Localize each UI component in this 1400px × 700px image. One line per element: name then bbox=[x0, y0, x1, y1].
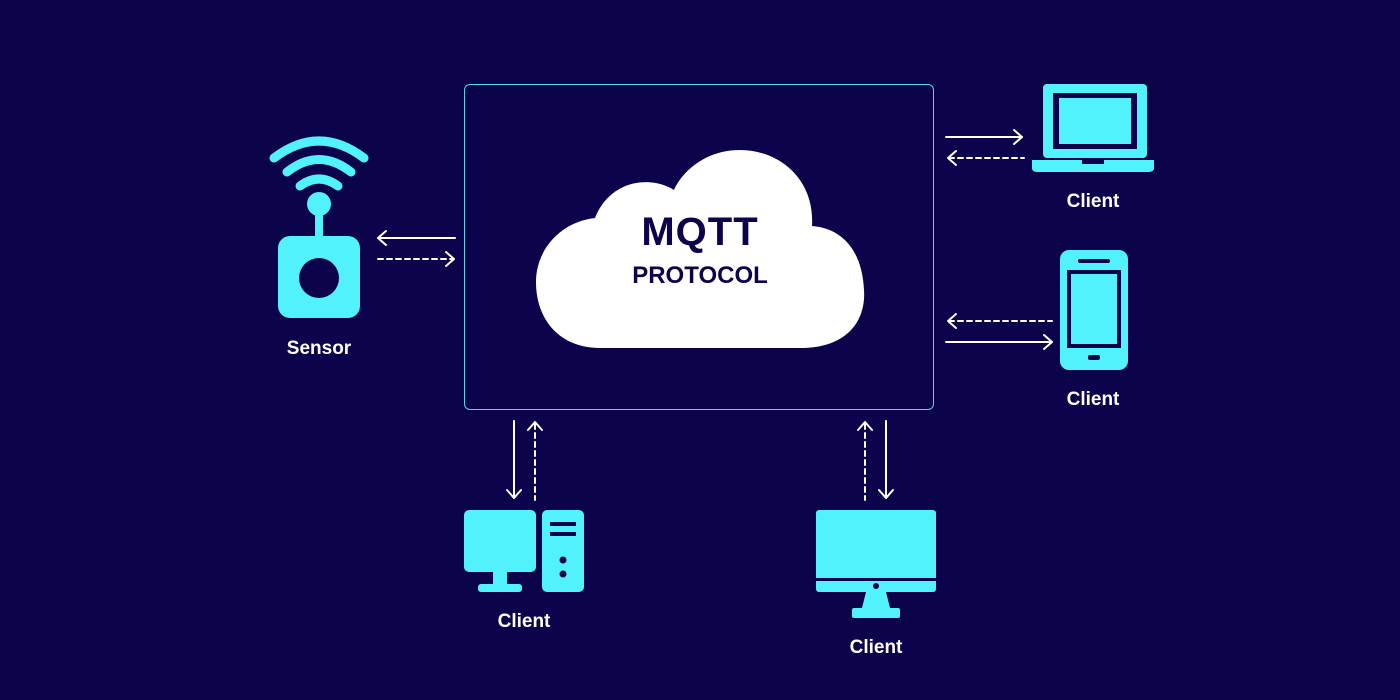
desktop-pc-client-label: Client bbox=[497, 611, 551, 632]
laptop-client-label: Client bbox=[1066, 191, 1120, 212]
laptop-icon bbox=[1032, 84, 1154, 172]
broker-subtitle: PROTOCOL bbox=[632, 262, 768, 289]
broker-title: MQTT bbox=[641, 210, 759, 254]
monitor-icon bbox=[816, 510, 936, 618]
desktop-pc-icon bbox=[464, 510, 584, 592]
desktop-pc-arrows bbox=[506, 420, 543, 501]
smartphone-icon bbox=[1060, 250, 1128, 370]
sensor-arrows bbox=[377, 230, 456, 267]
cloud-shape bbox=[536, 150, 865, 348]
phone-arrows bbox=[945, 313, 1053, 350]
monitor-arrows bbox=[857, 420, 894, 501]
broker-frame bbox=[464, 84, 934, 410]
wifi-sensor-icon bbox=[269, 136, 369, 318]
sensor-label: Sensor bbox=[286, 338, 352, 359]
laptop-arrows bbox=[945, 129, 1025, 166]
phone-client-label: Client bbox=[1066, 389, 1120, 410]
monitor-client-label: Client bbox=[849, 637, 903, 658]
